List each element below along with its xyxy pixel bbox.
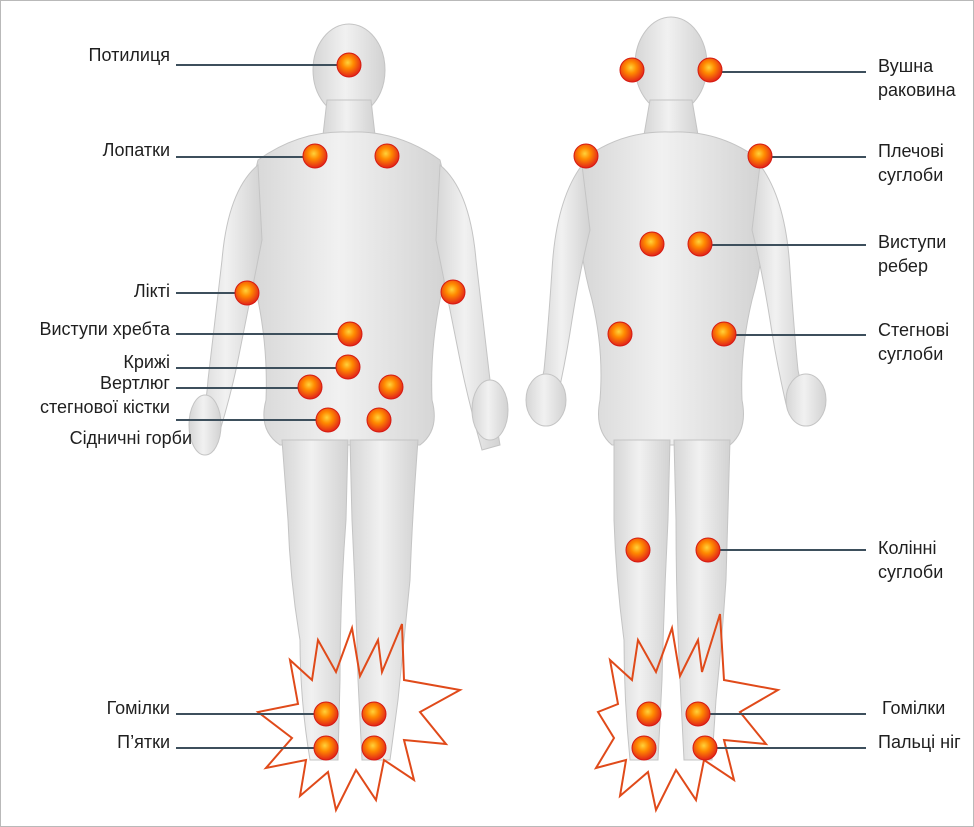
label-trochanter-line2: стегнової кістки xyxy=(40,397,170,417)
label-shoulder-line1: Плечові xyxy=(878,141,944,161)
front-right-hand xyxy=(786,374,826,426)
dot-heel-left xyxy=(314,736,338,760)
back-torso xyxy=(249,132,449,445)
label-elbows: Лікті xyxy=(134,281,170,301)
dot-shoulder-blade-left xyxy=(303,144,327,168)
label-knee-line1: Колінні xyxy=(878,538,936,558)
label-trochanter-line1: Вертлюг xyxy=(100,373,170,393)
dot-ear-right xyxy=(698,58,722,82)
label-spine: Виступи хребта xyxy=(40,319,171,339)
dot-elbow-right xyxy=(441,280,465,304)
label-ischial: Сідничні горби xyxy=(70,428,192,448)
label-toes: Пальці ніг xyxy=(878,732,961,752)
dot-shoulder-blade-right xyxy=(375,144,399,168)
dot-rib-left xyxy=(640,232,664,256)
dot-shoulder-front-right xyxy=(748,144,772,168)
dot-rib-right xyxy=(688,232,712,256)
label-knee-line2: суглоби xyxy=(878,562,943,582)
dot-shoulder-front-left xyxy=(574,144,598,168)
back-right-hand xyxy=(472,380,508,440)
label-shins-front: Гомілки xyxy=(882,698,945,718)
label-ribs-line1: Виступи xyxy=(878,232,946,252)
label-shoulder-line2: суглоби xyxy=(878,165,943,185)
front-neck xyxy=(644,100,698,135)
dot-shin-back-right xyxy=(362,702,386,726)
dot-spine xyxy=(338,322,362,346)
back-figure xyxy=(189,24,508,760)
dot-shin-front-left xyxy=(637,702,661,726)
label-occiput: Потилиця xyxy=(89,45,170,65)
label-shins-back: Гомілки xyxy=(107,698,170,718)
label-ear-line2: раковина xyxy=(878,80,956,100)
label-hip-line2: суглоби xyxy=(878,344,943,364)
label-sacrum: Крижі xyxy=(123,352,170,372)
dot-trochanter-right xyxy=(379,375,403,399)
dot-knee-right xyxy=(696,538,720,562)
dot-hip-right xyxy=(712,322,736,346)
label-heels: П’ятки xyxy=(117,732,170,752)
front-right-arm xyxy=(752,165,804,404)
dot-heel-right xyxy=(362,736,386,760)
dot-ear-left xyxy=(620,58,644,82)
label-hip-line1: Стегнові xyxy=(878,320,949,340)
dot-elbow-left xyxy=(235,281,259,305)
front-left-arm xyxy=(538,165,590,404)
label-ear-line1: Вушна xyxy=(878,56,933,76)
front-left-hand xyxy=(526,374,566,426)
dot-shin-back-left xyxy=(314,702,338,726)
front-head xyxy=(635,17,707,113)
dot-knee-left xyxy=(626,538,650,562)
label-ribs-line2: ребер xyxy=(878,256,928,276)
label-shoulder-blades: Лопатки xyxy=(103,140,170,160)
dot-ischial-left xyxy=(316,408,340,432)
front-torso xyxy=(579,132,765,445)
back-neck xyxy=(323,100,375,135)
back-left-hand xyxy=(189,395,221,455)
dot-hip-left xyxy=(608,322,632,346)
dot-trochanter-left xyxy=(298,375,322,399)
dot-toe-right xyxy=(693,736,717,760)
dot-occiput xyxy=(337,53,361,77)
dot-toe-left xyxy=(632,736,656,760)
dot-sacrum xyxy=(336,355,360,379)
dot-ischial-right xyxy=(367,408,391,432)
dot-shin-front-right xyxy=(686,702,710,726)
